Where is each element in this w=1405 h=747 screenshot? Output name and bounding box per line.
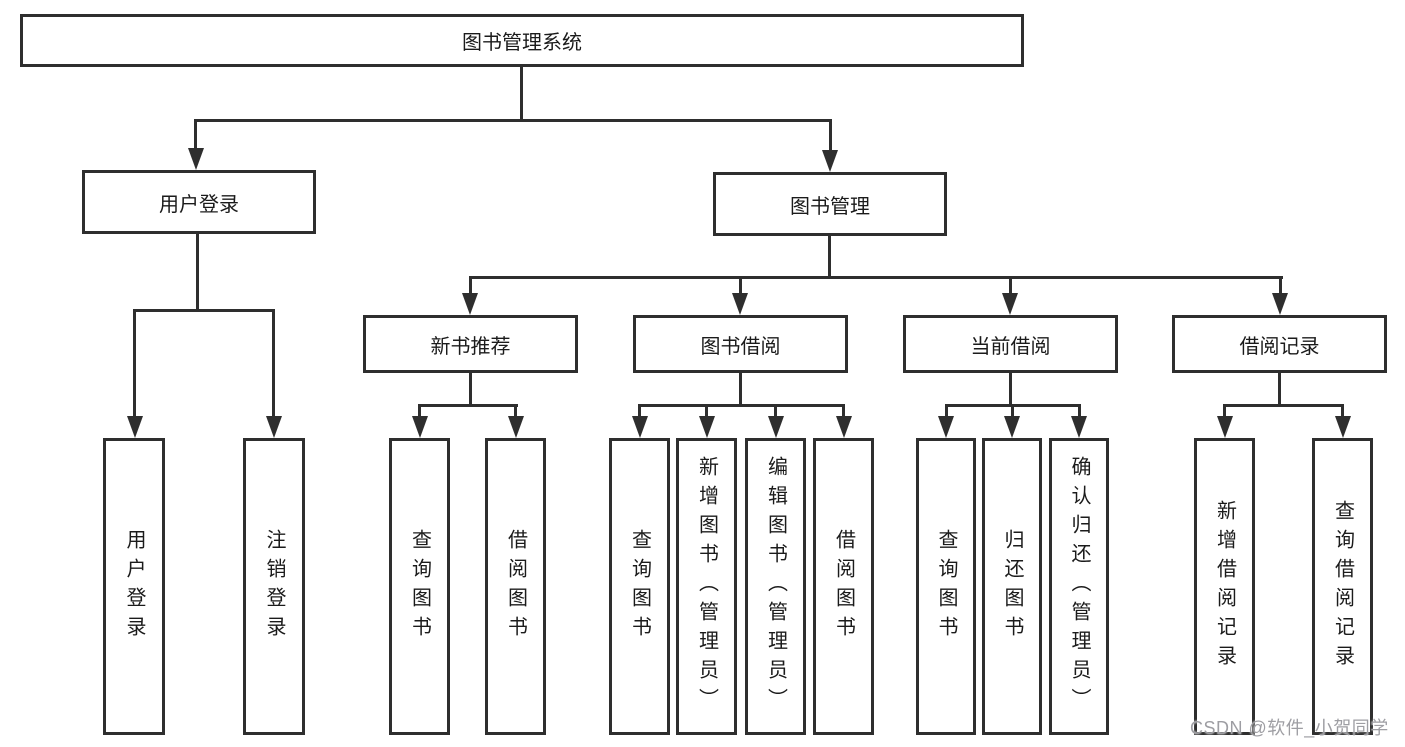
node-leaf-add-borrow-record: 新增借阅记录 — [1194, 438, 1255, 735]
arrow-down-icon — [822, 150, 838, 172]
node-leaf-query-current-label: 查询图书 — [935, 528, 957, 645]
arrow-down-icon — [699, 416, 715, 438]
connector-line — [774, 404, 777, 419]
node-leaf-borrow-books: 借阅图书 — [813, 438, 874, 735]
connector-line — [418, 404, 421, 419]
node-new-book-recommend-label: 新书推荐 — [430, 335, 511, 358]
csdn-watermark: CSDN @软件_小贺同学 — [1190, 718, 1389, 738]
connector-line — [514, 404, 517, 419]
node-leaf-user-login: 用户登录 — [103, 438, 165, 735]
arrow-down-icon — [1002, 293, 1018, 315]
arrow-down-icon — [412, 416, 428, 438]
node-leaf-add-books-admin-label: 新增图书（管理员） — [695, 456, 718, 717]
node-new-book-recommend: 新书推荐 — [363, 315, 578, 373]
node-user-login: 用户登录 — [82, 170, 316, 234]
arrow-down-icon — [1272, 293, 1288, 315]
connector-line — [195, 119, 832, 122]
node-user-login-label: 用户登录 — [159, 193, 239, 216]
node-leaf-return-books-label: 归还图书 — [1001, 528, 1023, 645]
node-leaf-query-books: 查询图书 — [609, 438, 670, 735]
node-leaf-borrow-books-recommend: 借阅图书 — [485, 438, 546, 735]
node-leaf-logout-label: 注销登录 — [263, 528, 285, 645]
arrow-down-icon — [732, 293, 748, 315]
node-leaf-confirm-return-admin-label: 确认归还（管理员） — [1068, 456, 1090, 717]
connector-line — [469, 276, 472, 296]
node-leaf-borrow-books-label: 借阅图书 — [832, 528, 855, 645]
connector-line — [194, 119, 197, 150]
arrow-down-icon — [266, 416, 282, 438]
connector-line — [133, 309, 136, 419]
arrow-down-icon — [127, 416, 143, 438]
arrow-down-icon — [462, 293, 478, 315]
connector-line — [196, 233, 199, 312]
connector-line — [1279, 276, 1282, 296]
connector-line — [1223, 404, 1226, 419]
node-book-management: 图书管理 — [713, 172, 947, 236]
connector-line — [1278, 371, 1281, 407]
node-current-borrow-label: 当前借阅 — [970, 335, 1051, 358]
connector-line — [1009, 371, 1012, 407]
connector-line — [469, 276, 1283, 279]
node-leaf-query-borrow-record: 查询借阅记录 — [1312, 438, 1373, 735]
connector-line — [1009, 276, 1012, 296]
node-leaf-edit-books-admin: 编辑图书（管理员） — [745, 438, 806, 735]
arrow-down-icon — [1217, 416, 1233, 438]
node-leaf-add-books-admin: 新增图书（管理员） — [676, 438, 737, 735]
connector-line — [828, 235, 831, 279]
connector-line — [739, 276, 742, 296]
node-book-borrow-label: 图书借阅 — [700, 335, 781, 358]
connector-line — [1341, 404, 1344, 419]
node-leaf-edit-books-admin-label: 编辑图书（管理员） — [764, 456, 787, 717]
node-leaf-return-books: 归还图书 — [982, 438, 1042, 735]
node-book-management-label: 图书管理 — [790, 195, 870, 218]
arrow-down-icon — [836, 416, 852, 438]
arrow-down-icon — [938, 416, 954, 438]
connector-line — [133, 309, 275, 312]
connector-line — [842, 404, 845, 419]
connector-line — [520, 66, 523, 122]
connector-line — [272, 309, 275, 419]
connector-line — [418, 404, 518, 407]
node-system-root: 图书管理系统 — [20, 14, 1024, 67]
node-leaf-add-borrow-record-label: 新增借阅记录 — [1213, 499, 1236, 674]
connector-line — [638, 404, 641, 419]
node-leaf-query-books-recommend-label: 查询图书 — [408, 528, 431, 645]
node-current-borrow: 当前借阅 — [903, 315, 1118, 373]
node-borrow-records-label: 借阅记录 — [1239, 335, 1320, 358]
connector-line — [638, 404, 845, 407]
connector-line — [1078, 404, 1081, 419]
node-leaf-query-books-recommend: 查询图书 — [389, 438, 450, 735]
connector-line — [1011, 404, 1014, 419]
node-leaf-user-login-label: 用户登录 — [123, 528, 145, 645]
node-system-root-label: 图书管理系统 — [462, 32, 582, 54]
node-leaf-borrow-books-recommend-label: 借阅图书 — [504, 528, 527, 645]
arrow-down-icon — [1335, 416, 1351, 438]
arrow-down-icon — [632, 416, 648, 438]
arrow-down-icon — [188, 148, 204, 170]
node-leaf-logout: 注销登录 — [243, 438, 305, 735]
node-book-borrow: 图书借阅 — [633, 315, 848, 373]
arrow-down-icon — [768, 416, 784, 438]
connector-line — [705, 404, 708, 419]
node-leaf-query-current: 查询图书 — [916, 438, 976, 735]
node-borrow-records: 借阅记录 — [1172, 315, 1387, 373]
connector-line — [739, 371, 742, 407]
connector-line — [469, 371, 472, 407]
connector-line — [829, 119, 832, 152]
arrow-down-icon — [508, 416, 524, 438]
node-leaf-confirm-return-admin: 确认归还（管理员） — [1049, 438, 1109, 735]
node-leaf-query-books-label: 查询图书 — [628, 528, 651, 645]
arrow-down-icon — [1004, 416, 1020, 438]
node-leaf-query-borrow-record-label: 查询借阅记录 — [1331, 499, 1354, 674]
arrow-down-icon — [1071, 416, 1087, 438]
connector-line — [945, 404, 948, 419]
connector-line — [1223, 404, 1344, 407]
